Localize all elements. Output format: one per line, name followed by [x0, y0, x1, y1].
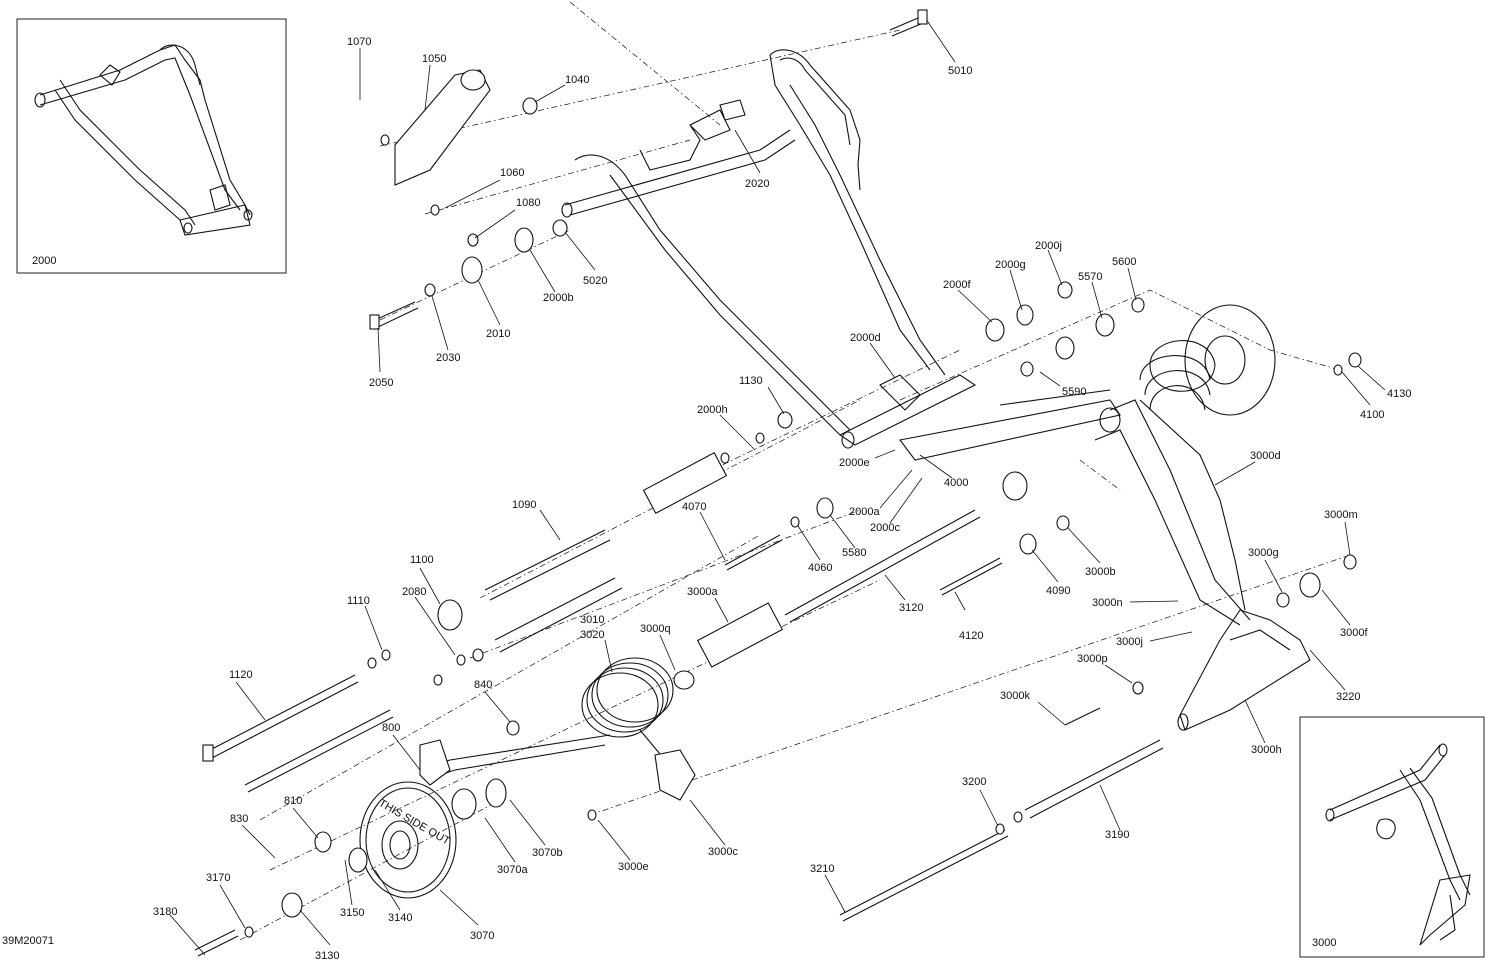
callout-2000b: 2000b — [543, 292, 574, 304]
callout-2000c: 2000c — [870, 522, 900, 534]
callout-3220: 3220 — [1336, 691, 1360, 703]
callout-800: 800 — [382, 722, 400, 734]
callout-3000e: 3000e — [618, 861, 649, 873]
callout-2000e: 2000e — [839, 457, 870, 469]
callout-2000f: 2000f — [943, 279, 971, 291]
callout-1050: 1050 — [422, 53, 446, 65]
callout-1090: 1090 — [512, 499, 536, 511]
callout-labels: 5010 1070 1050 1040 1060 1080 2020 5020 … — [153, 36, 1411, 962]
inset-front-arm-label: 2000 — [32, 255, 56, 267]
callout-3000d: 3000d — [1250, 450, 1281, 462]
callout-3000j: 3000j — [1116, 636, 1143, 648]
callout-3000c: 3000c — [708, 846, 738, 858]
rear-wheel-text: THIS SIDE OUT — [377, 797, 453, 848]
callout-3000a: 3000a — [687, 586, 718, 598]
callout-830: 830 — [230, 813, 248, 825]
callout-1060: 1060 — [500, 167, 524, 179]
callout-3070: 3070 — [470, 930, 494, 942]
callout-4060: 4060 — [808, 562, 832, 574]
callout-5010: 5010 — [948, 65, 972, 77]
callout-2080: 2080 — [402, 586, 426, 598]
small-hardware — [244, 69, 1362, 938]
callout-3070a: 3070a — [497, 864, 528, 876]
rear-wheel: THIS SIDE OUT — [359, 781, 457, 899]
callout-2000j: 2000j — [1035, 240, 1062, 252]
shafts-and-tubes — [194, 9, 1164, 957]
callout-4090: 4090 — [1046, 585, 1070, 597]
callout-1040: 1040 — [565, 74, 589, 86]
callout-3200: 3200 — [962, 776, 986, 788]
callout-1080: 1080 — [516, 197, 540, 209]
callout-2020: 2020 — [745, 178, 769, 190]
callout-2010: 2010 — [486, 328, 510, 340]
callout-1100: 1100 — [410, 554, 434, 566]
callout-5590: 5590 — [1062, 386, 1086, 398]
inset-rear-arm: 3000 — [1299, 716, 1485, 958]
callout-4070: 4070 — [682, 501, 706, 513]
callout-3000k: 3000k — [1000, 690, 1030, 702]
callout-2000g: 2000g — [995, 259, 1026, 271]
callout-3070b: 3070b — [532, 847, 563, 859]
callout-1130: 1130 — [739, 375, 763, 387]
callout-3150: 3150 — [340, 907, 364, 919]
callout-3140: 3140 — [388, 912, 412, 924]
callout-3170: 3170 — [206, 872, 230, 884]
inset-rear-arm-label: 3000 — [1312, 937, 1336, 949]
inset-front-arm: 2000 — [16, 18, 287, 274]
upper-idler-wheel — [1139, 304, 1276, 416]
leader-lines — [169, 21, 1386, 956]
callout-3020: 3020 — [580, 629, 604, 641]
callout-3000h: 3000h — [1251, 744, 1282, 756]
callout-3000f: 3000f — [1340, 627, 1368, 639]
callout-5600: 5600 — [1112, 256, 1136, 268]
callout-5570: 5570 — [1078, 271, 1102, 283]
callout-3000b: 3000b — [1085, 566, 1116, 578]
callout-3000g: 3000g — [1248, 547, 1279, 559]
callout-3010: 3010 — [580, 614, 604, 626]
torsion-spring — [419, 657, 674, 781]
drawing-code: 39M20071 — [2, 935, 54, 947]
callout-4120: 4120 — [959, 630, 983, 642]
callout-3190: 3190 — [1105, 829, 1129, 841]
callout-2000a: 2000a — [849, 506, 880, 518]
callout-4130: 4130 — [1387, 388, 1411, 400]
callout-5580: 5580 — [842, 547, 866, 559]
callout-1120: 1120 — [229, 669, 253, 681]
callout-5020: 5020 — [583, 275, 607, 287]
callout-3000q: 3000q — [640, 623, 671, 635]
callout-1070: 1070 — [347, 36, 371, 48]
callout-2000h: 2000h — [697, 404, 728, 416]
callout-2030: 2030 — [436, 352, 460, 364]
callout-3130: 3130 — [315, 950, 339, 962]
callout-4000: 4000 — [944, 477, 968, 489]
callout-3210: 3210 — [810, 863, 834, 875]
callout-3180: 3180 — [153, 906, 177, 918]
callout-840: 840 — [474, 679, 492, 691]
callout-1110: 1110 — [347, 595, 370, 607]
callout-3000n: 3000n — [1092, 597, 1123, 609]
callout-2000d: 2000d — [850, 332, 881, 344]
callout-3120: 3120 — [899, 602, 923, 614]
rear-arm-part — [899, 389, 1311, 731]
callout-3000m: 3000m — [1324, 509, 1358, 521]
callout-4100: 4100 — [1360, 409, 1384, 421]
callout-2050: 2050 — [369, 377, 393, 389]
front-arm-part — [561, 49, 977, 449]
callout-3000p: 3000p — [1077, 653, 1108, 665]
callout-810: 810 — [284, 795, 302, 807]
